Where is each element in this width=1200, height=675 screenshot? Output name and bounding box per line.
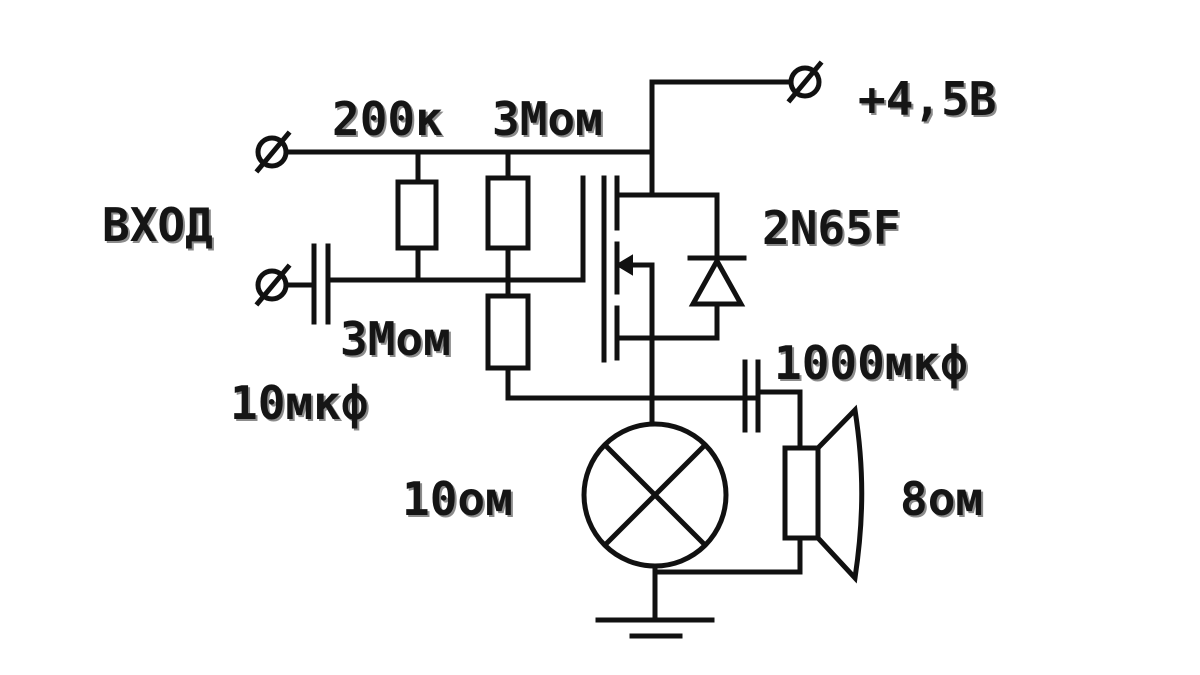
speaker-8ohm xyxy=(782,404,865,584)
lamp-10ohm xyxy=(581,421,729,569)
supply-wire xyxy=(649,79,794,198)
feedback-wire xyxy=(505,365,758,401)
resistor-200k-label: 200к xyxy=(332,92,443,146)
body-diode xyxy=(687,255,747,341)
ground-symbol xyxy=(595,617,715,639)
supply-terminal xyxy=(786,60,824,104)
resistor-3m-top xyxy=(485,175,531,251)
capacitor-10uf xyxy=(311,243,331,325)
capacitor-10uf-label: 10мкф xyxy=(230,376,369,430)
input-top-bus xyxy=(283,149,655,185)
capacitor-1000uf-label: 1000мкф xyxy=(774,336,968,390)
resistor-3m-bottom xyxy=(485,293,531,371)
mosfet-2n65f xyxy=(601,175,720,363)
ground-wiring xyxy=(652,535,803,623)
capacitor-1000uf xyxy=(742,359,803,451)
transistor-label: 2N65F xyxy=(762,201,901,255)
input-label: ВХОД xyxy=(102,198,213,252)
speaker-label: 8ом xyxy=(900,472,984,526)
gate-bus xyxy=(325,175,586,299)
resistor-3m-top-label: 3Мом xyxy=(492,92,603,146)
resistor-200k xyxy=(395,179,439,251)
lamp-label: 10ом xyxy=(402,472,513,526)
supply-voltage-label: +4,5В xyxy=(858,72,997,126)
input-terminal-bottom xyxy=(254,263,317,307)
resistor-3m-bottom-label: 3Мом xyxy=(340,312,451,366)
